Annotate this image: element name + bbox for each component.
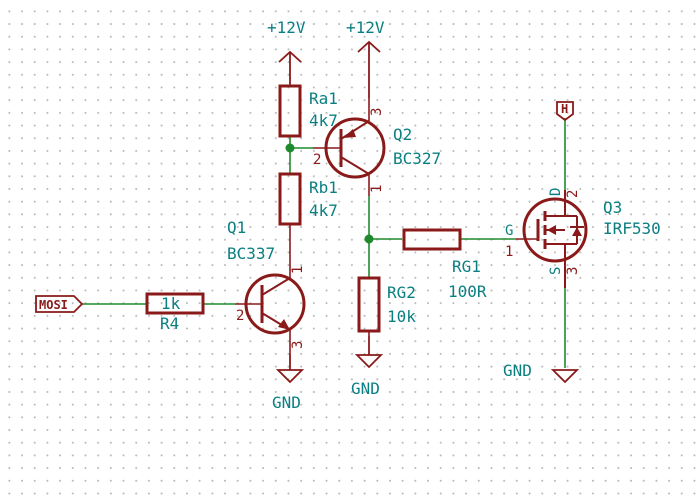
vcc-right-label: +12V bbox=[346, 18, 385, 37]
q1-value: BC337 bbox=[227, 244, 275, 263]
power-vcc-left[interactable]: +12V bbox=[267, 18, 306, 84]
q2-value: BC327 bbox=[393, 149, 441, 168]
q2-pin-c: 1 bbox=[369, 185, 385, 193]
r4-value: 1k bbox=[161, 294, 181, 313]
q3-pin-name-s: S bbox=[548, 267, 564, 275]
r4-ref: R4 bbox=[160, 314, 179, 333]
rb1-value: 4k7 bbox=[309, 201, 338, 220]
q3-pin-name-d: D bbox=[548, 188, 564, 196]
q3-pin-s: 3 bbox=[565, 267, 581, 275]
transistor-q2-pnp[interactable]: 3 2 1 Q2 BC327 bbox=[313, 98, 441, 196]
mosi-label: MOSI bbox=[39, 298, 68, 312]
wires bbox=[82, 118, 566, 368]
h-label: H bbox=[561, 102, 568, 116]
junction-dot bbox=[285, 143, 295, 153]
vcc-left-label: +12V bbox=[267, 18, 306, 37]
gnd-symbol-q3[interactable]: GND bbox=[503, 361, 580, 384]
rg2-value: 10k bbox=[387, 307, 416, 326]
q3-pin-g: 1 bbox=[505, 244, 513, 260]
q3-ref: Q3 bbox=[603, 198, 622, 217]
resistor-rg1[interactable]: RG1 100R bbox=[402, 228, 487, 301]
rg1-ref: RG1 bbox=[452, 257, 481, 276]
junction-dot bbox=[364, 234, 374, 244]
rb1-ref: Rb1 bbox=[309, 178, 338, 197]
resistor-rg2[interactable]: RG2 10k bbox=[357, 276, 416, 336]
transistor-q1-npn[interactable]: 1 2 3 Q1 BC337 bbox=[227, 218, 306, 354]
power-vcc-right[interactable]: +12V bbox=[346, 18, 385, 98]
net-label-mosi[interactable]: MOSI bbox=[35, 295, 84, 313]
q1-pin-e: 3 bbox=[290, 341, 306, 349]
gnd-symbol-q1[interactable]: GND bbox=[272, 354, 305, 412]
gnd-rg2-label: GND bbox=[351, 379, 380, 398]
gnd-symbol-rg2[interactable]: GND bbox=[351, 336, 384, 398]
q1-pin-b: 2 bbox=[236, 308, 244, 324]
resistor-r4[interactable]: 1k R4 bbox=[145, 292, 205, 333]
rg2-ref: RG2 bbox=[387, 283, 416, 302]
q2-ref: Q2 bbox=[393, 125, 412, 144]
transistor-q3-nmos[interactable]: G 1 D 2 S 3 Q3 IRF530 bbox=[505, 188, 661, 288]
ra1-value: 4k7 bbox=[309, 111, 338, 130]
ra1-ref: Ra1 bbox=[309, 89, 338, 108]
q1-ref: Q1 bbox=[227, 218, 246, 237]
q3-pin-name-g: G bbox=[505, 223, 513, 239]
gnd-q1-label: GND bbox=[272, 393, 301, 412]
gnd-q3-label: GND bbox=[503, 361, 532, 380]
resistor-ra1[interactable]: Ra1 4k7 bbox=[278, 84, 338, 138]
rg1-value: 100R bbox=[448, 282, 487, 301]
net-label-h[interactable]: H bbox=[556, 101, 574, 122]
q3-pin-d: 2 bbox=[565, 190, 581, 198]
resistor-rb1[interactable]: Rb1 4k7 bbox=[278, 172, 338, 262]
q1-pin-c: 1 bbox=[290, 266, 306, 274]
q2-pin-b: 2 bbox=[313, 152, 321, 168]
q3-value: IRF530 bbox=[603, 219, 661, 238]
q2-pin-e: 3 bbox=[369, 108, 385, 116]
